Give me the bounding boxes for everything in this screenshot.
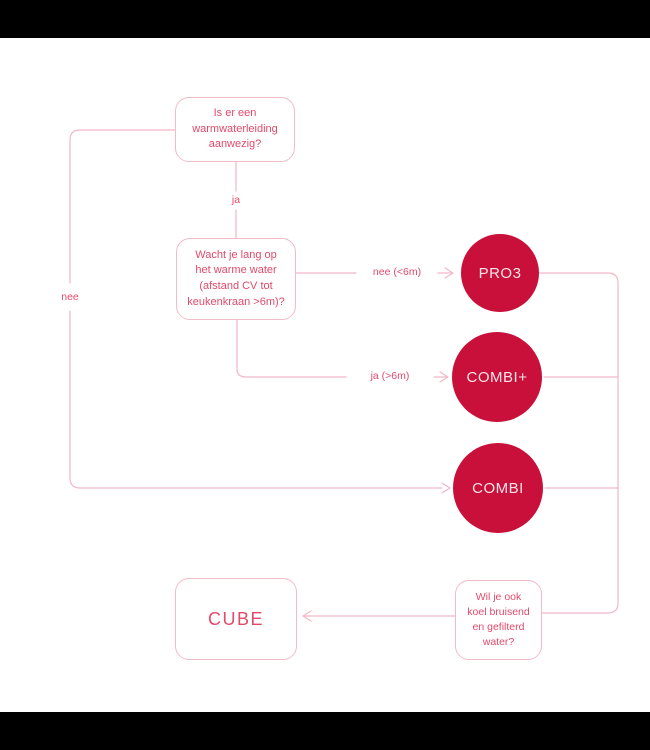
edge-label-ja: ja: [231, 194, 241, 206]
product-node-cube: CUBE: [175, 578, 297, 660]
question-line: het warme water: [195, 264, 277, 277]
question-wachttijd-warm-water: Wacht je lang op het warme water (afstan…: [176, 238, 296, 320]
product-label-cube: CUBE: [207, 609, 264, 629]
question-line: koel bruisend: [467, 606, 530, 619]
question-koel-bruisend-gefilterd: Wil je ook koel bruisend en gefilterd wa…: [455, 580, 542, 660]
question-line: water?: [482, 635, 515, 648]
question-warmwaterleiding: Is er een warmwaterleiding aanwezig?: [175, 97, 295, 162]
edge-label-nee: nee: [61, 291, 79, 303]
edge-label-ja-gt6m: ja (>6m): [370, 370, 410, 382]
arrowhead-into-cube: [302, 610, 312, 622]
question-line: en gefilterd: [472, 621, 525, 633]
product-node-combi: COMBI: [453, 443, 543, 533]
product-node-combiplus: COMBI+: [452, 332, 542, 422]
product-node-pro3: PRO3: [461, 234, 539, 312]
product-label-combi: COMBI: [472, 479, 524, 497]
product-label-pro3: PRO3: [478, 264, 522, 282]
question-line: warmwaterleiding: [192, 122, 278, 135]
question-line: Is er een: [213, 107, 257, 120]
arrowhead-into-combiplus: [439, 371, 449, 383]
arrowhead-into-pro3: [444, 267, 454, 279]
product-label-combiplus: COMBI+: [466, 368, 528, 386]
question-line: Wacht je lang op: [195, 248, 277, 261]
question-line: (afstand CV tot: [199, 280, 273, 292]
edge-q1-nee-upper: [69, 129, 176, 284]
arrowhead-into-combi: [441, 482, 451, 494]
edge-q2-combiplus-left: [236, 319, 347, 378]
edge-label-nee-lt6m: nee (<6m): [372, 266, 422, 278]
top-black-bar: [0, 0, 650, 38]
question-line: aanwezig?: [208, 138, 262, 151]
question-line: keukenkraan >6m)?: [187, 295, 285, 308]
question-line: Wil je ook: [475, 591, 522, 604]
edge-pro3-to-q3: [538, 272, 619, 614]
edge-q1-nee-lower: [69, 310, 443, 489]
bottom-black-bar: [0, 712, 650, 750]
